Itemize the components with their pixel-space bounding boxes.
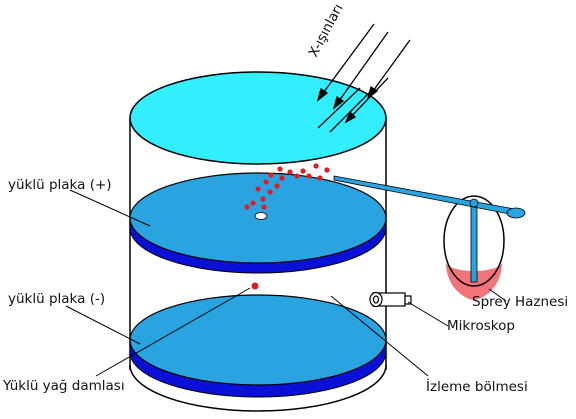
xray-arrows <box>316 23 411 133</box>
chamber-bottom-rim <box>129 364 387 412</box>
chamber-label: İzleme bölmesi <box>426 377 528 395</box>
charged-oil-drop <box>251 282 259 290</box>
oil-drops <box>244 163 330 290</box>
xrays-label: X-ışınları <box>305 1 346 60</box>
leader-lines <box>65 189 507 377</box>
plate-hole <box>254 212 268 220</box>
microscope <box>369 291 412 308</box>
upper-plate-positive <box>129 172 387 274</box>
spray-reservoir-label: Sprey Haznesi <box>472 294 568 310</box>
chamber-walls <box>129 118 387 370</box>
plate-positive-label: yüklü plaka (+) <box>8 177 112 193</box>
spray-tube <box>333 175 526 219</box>
spray-reservoir <box>443 195 505 300</box>
microscope-label: Mikroskop <box>447 318 515 334</box>
oil-drop-label: Yüklü yağ damlası <box>2 378 125 394</box>
lower-plate-negative <box>129 294 387 398</box>
plate-negative-label: yüklü plaka (-) <box>8 291 105 307</box>
